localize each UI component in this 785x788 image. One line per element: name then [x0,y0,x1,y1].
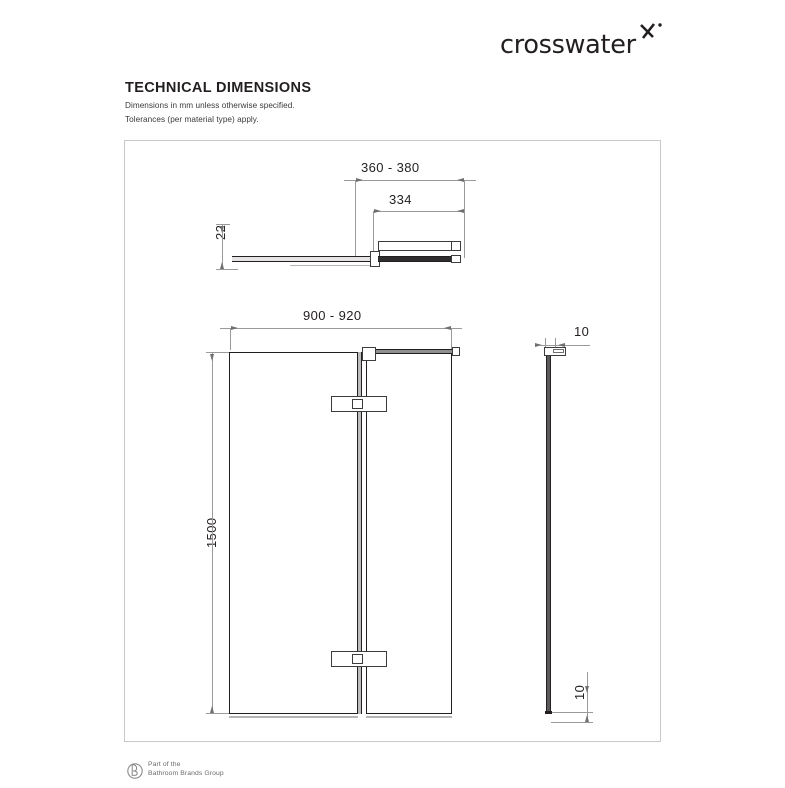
side-thickness-bottom-arrow-top [585,686,589,693]
brand-logo-text: crosswater [500,30,636,60]
elevation-width-ext-left [230,328,231,350]
note-tolerances: Tolerances (per material type) apply. [125,115,259,124]
door-panel-left-edge [366,352,367,714]
side-thickness-top-label: 10 [574,324,590,339]
plan-overall-depth-label: 360 - 380 [361,160,420,175]
door-panel-bottom-shadow [366,716,452,718]
plan-glass-bottom-edge [232,261,372,262]
support-bar-connector [362,347,376,361]
hinge-post-left-line [357,352,358,714]
elevation-height-tick-bottom [206,713,230,714]
brand-logo: crosswater [500,22,665,62]
plan-support-bar-lower-bottom [378,261,460,262]
panel-bottom-edge [229,713,358,714]
plan-bracket-depth-ext-left [373,211,374,258]
door-panel-right-edge [451,352,452,714]
hinge-bracket-lower-pin [352,654,363,664]
plan-support-bar-upper [378,241,460,251]
elevation-width-label: 900 - 920 [303,308,362,323]
drawing-frame [124,140,661,742]
plan-bracket-depth-dimline [373,211,465,212]
elevation-width-dimline [230,328,452,329]
side-thickness-top-arrow-right [558,343,565,347]
plan-profile-arrow-bottom [220,262,224,269]
elevation-height-dimline [212,352,213,714]
support-bar-body [376,350,456,353]
elevation-width-tick-right [451,328,462,329]
side-top-bracket-slot [553,349,564,353]
footer-line-2: Bathroom Brands Group [148,770,224,777]
plan-depth-arrow-right [457,178,464,182]
elevation-width-arrow-right [444,326,451,330]
hinge-bracket-upper-pin [352,399,363,409]
elevation-height-arrow-top [210,354,214,361]
plan-support-bar-lower-endcap [451,255,461,263]
support-bar-endcap [452,347,460,356]
elevation-height-arrow-bottom [210,706,214,713]
elevation-width-tick-left [220,328,231,329]
plan-bracket-arrow-right [457,209,464,213]
side-thickness-bottom-dimline [587,672,588,722]
side-glass-body [547,352,550,712]
plan-depth-tick-left [344,180,356,181]
plan-profile-height-dimline [222,224,223,270]
footer-line-1: Part of the [148,761,181,768]
x-star-icon [640,23,662,39]
plan-support-bar-lower-top [378,256,460,257]
support-bar-top-line [376,349,456,350]
plan-overall-depth-ext-right [464,180,465,258]
plan-profile-tick-bottom [216,269,238,270]
hinge-post-body [358,352,361,714]
elevation-width-arrow-left [231,326,238,330]
plan-return-line [290,265,370,266]
elevation-width-ext-right [451,328,452,350]
note-units: Dimensions in mm unless otherwise specif… [125,101,295,110]
plan-bracket-arrow-left [374,209,381,213]
plan-glass-top-edge [232,256,372,257]
plan-overall-depth-ext-left [355,180,356,258]
side-thickness-top-arrow-left [535,343,542,347]
plan-support-bar-lower-body [378,257,460,261]
bathroom-brands-b-icon [127,763,143,779]
side-glass-left-edge [546,352,547,712]
elevation-height-tick-top [206,352,230,353]
plan-support-bar-upper-endcap [451,241,461,251]
page-title: TECHNICAL DIMENSIONS [125,80,312,96]
support-bar-bottom-line [376,353,456,354]
side-thickness-top-ext-right [555,338,556,348]
side-thickness-bottom-arrow-bottom [585,715,589,722]
side-thickness-bottom-ext-top [551,712,593,713]
plan-profile-tick-top [216,224,230,225]
hinge-post-right-line [361,352,362,714]
panel-top-edge [229,352,358,353]
side-glass-right-edge [550,352,551,712]
side-thickness-top-ext-left [545,338,546,348]
plan-overall-depth-dimline [355,180,465,181]
plan-bracket-depth-label: 334 [389,192,412,207]
plan-glass-body [232,257,372,261]
plan-profile-arrow-top [220,226,224,233]
side-thickness-bottom-ext-bottom [551,722,593,723]
side-thickness-top-dimline [540,345,590,346]
panel-left-edge [229,352,230,714]
door-panel-bottom-edge [366,713,452,714]
side-bottom-endcap [545,711,552,714]
plan-depth-arrow-left [356,178,363,182]
plan-depth-tick-right [464,180,476,181]
panel-bottom-shadow [229,716,358,718]
